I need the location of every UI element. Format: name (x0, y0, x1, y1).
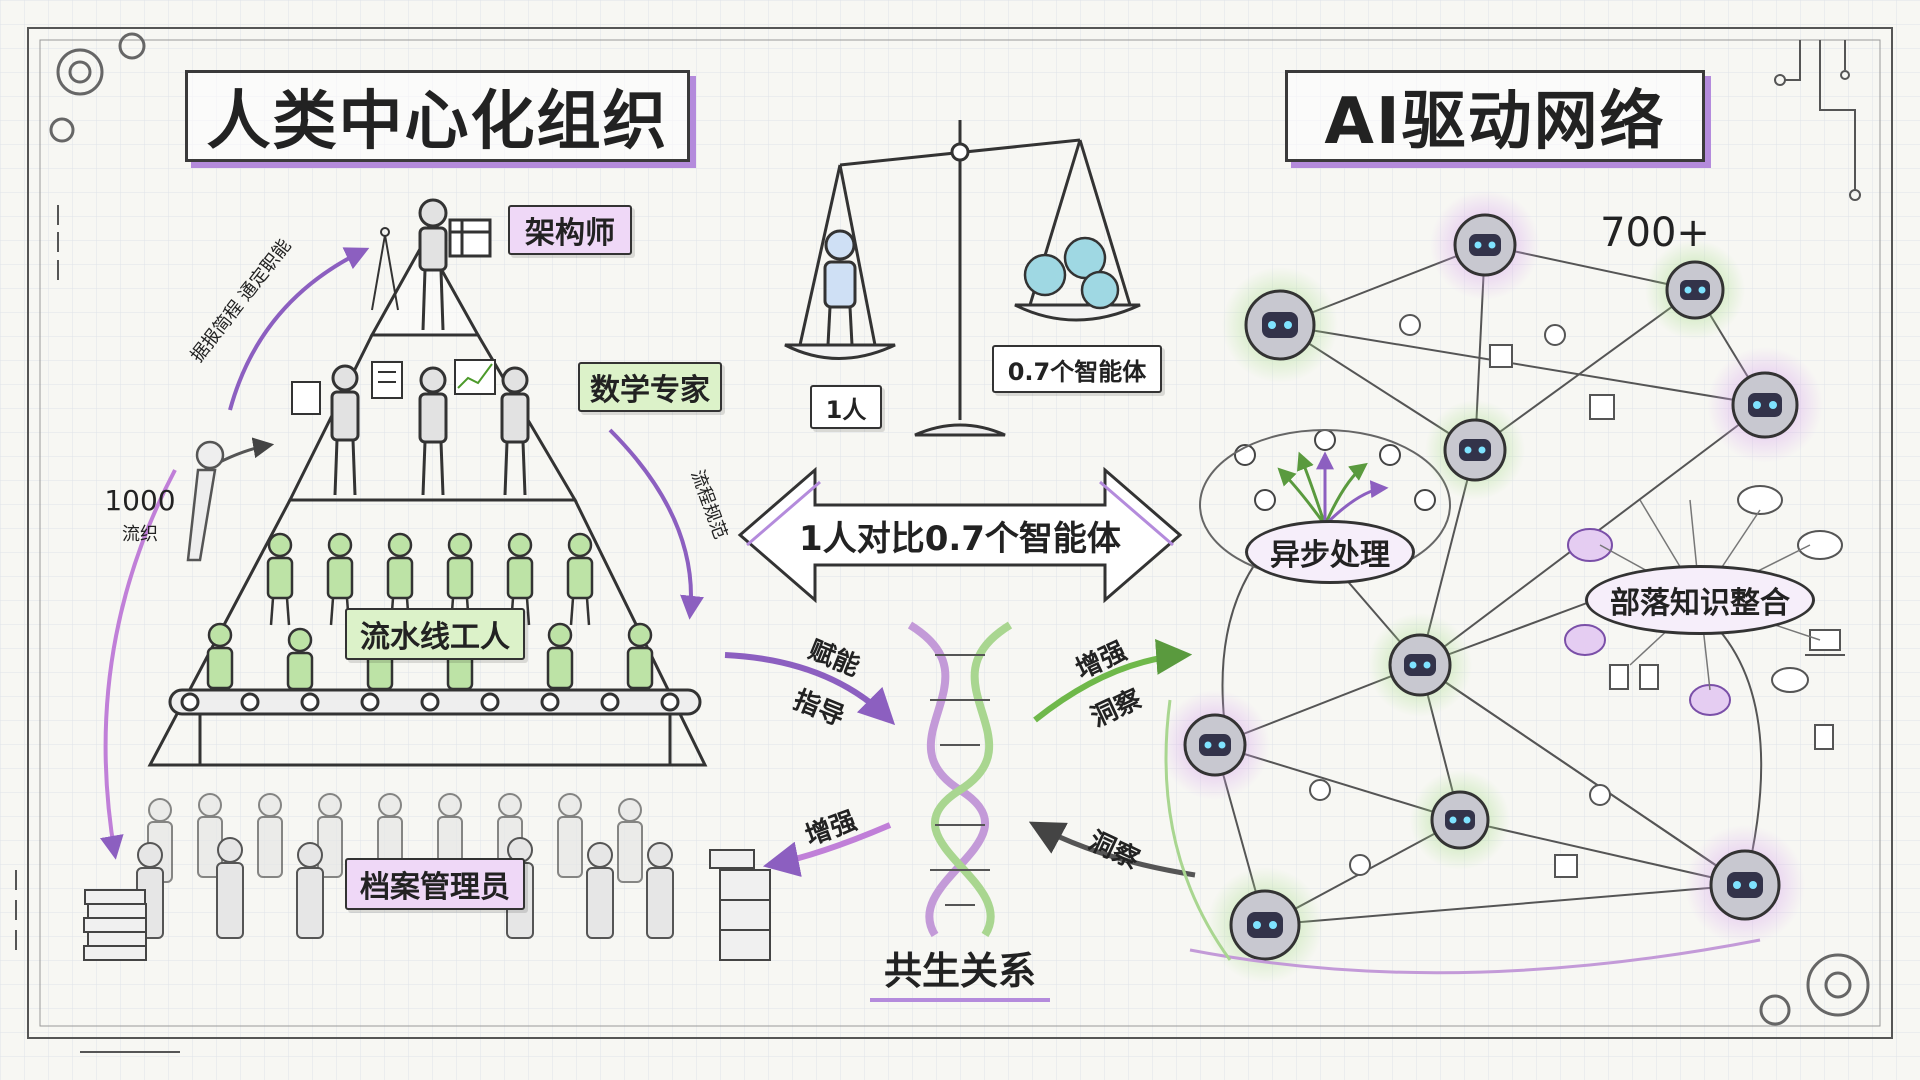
brain-icon (1564, 528, 1731, 716)
dna-helix (907, 621, 1013, 938)
comparison-double-arrow (737, 466, 1183, 604)
pipeline-worker-figures (206, 532, 654, 691)
network-swoosh (1164, 699, 1232, 961)
human-count-number: 1000 (104, 483, 176, 517)
flow-arrow-right (608, 428, 704, 620)
scale-left-label: 1人 (810, 385, 882, 429)
async-burst (1277, 451, 1389, 527)
agent-node (1207, 867, 1323, 983)
comparison-arrow-shadow (746, 480, 1174, 547)
role-pipeline-workers-label: 流水线工人 (345, 608, 525, 660)
enhance-arrow-bottom (762, 822, 892, 877)
tick-decoration (15, 205, 180, 1053)
network-swoosh (1189, 938, 1761, 975)
balance-scale (784, 120, 1141, 437)
human-count-caption: 流织 (122, 524, 158, 545)
async-processing-label: 异步处理 (1245, 520, 1415, 584)
agent-node (1222, 267, 1338, 383)
document-icon (1609, 664, 1834, 750)
gear-icon (49, 32, 146, 143)
chart-icon (454, 359, 496, 395)
role-archivists-label: 档案管理员 (345, 858, 525, 910)
outer-frame (27, 27, 1893, 1039)
conveyor-belt (168, 688, 702, 765)
ai-agent-icon (1023, 236, 1120, 310)
tribal-knowledge-label: 部落知识整合 (1585, 565, 1815, 635)
circuit-decoration (1774, 40, 1861, 201)
empower-arrow (724, 652, 896, 726)
math-expert-figures (330, 364, 530, 496)
enhance-arrow-top (1033, 638, 1193, 723)
dna-rungs (930, 654, 990, 906)
agent-node (1410, 770, 1510, 870)
agent-node (1430, 190, 1540, 300)
agent-node (1707, 347, 1823, 463)
gear-icon (1759, 953, 1870, 1026)
right-title: AI驱动网络 (1285, 70, 1705, 162)
insight-arrow-bottom (1028, 821, 1196, 878)
agent-node (1160, 690, 1270, 800)
person-icon (186, 440, 225, 562)
human-figure (823, 229, 857, 346)
file-cabinet-icon (709, 849, 771, 961)
clock-icon (1234, 429, 1436, 511)
network-hubs (1309, 314, 1615, 878)
agent-count-label: 700+ (1600, 210, 1710, 256)
inner-frame (39, 39, 1881, 1027)
flow-arrow-up (228, 247, 370, 411)
book-stack-icon (83, 889, 147, 961)
agent-node (1425, 400, 1525, 500)
agent-node (1368, 613, 1472, 717)
agent-node (1685, 825, 1805, 945)
comparison-label: 1人对比0.7个智能体 (799, 518, 1121, 559)
role-math-expert-label: 数学专家 (578, 362, 722, 412)
agent-node (1645, 240, 1745, 340)
compass-icon (371, 227, 399, 311)
role-architect-label: 架构师 (508, 205, 632, 255)
flow-arrow-left-down (99, 469, 177, 860)
left-title: 人类中心化组织 (185, 70, 690, 162)
calculator-icon (291, 361, 403, 415)
symbiosis-label: 共生关系 (883, 948, 1036, 993)
scale-right-label: 0.7个智能体 (992, 345, 1162, 393)
laptop-icon (1805, 629, 1845, 656)
cloud-icon (1737, 485, 1843, 693)
architect-figure (418, 198, 492, 331)
